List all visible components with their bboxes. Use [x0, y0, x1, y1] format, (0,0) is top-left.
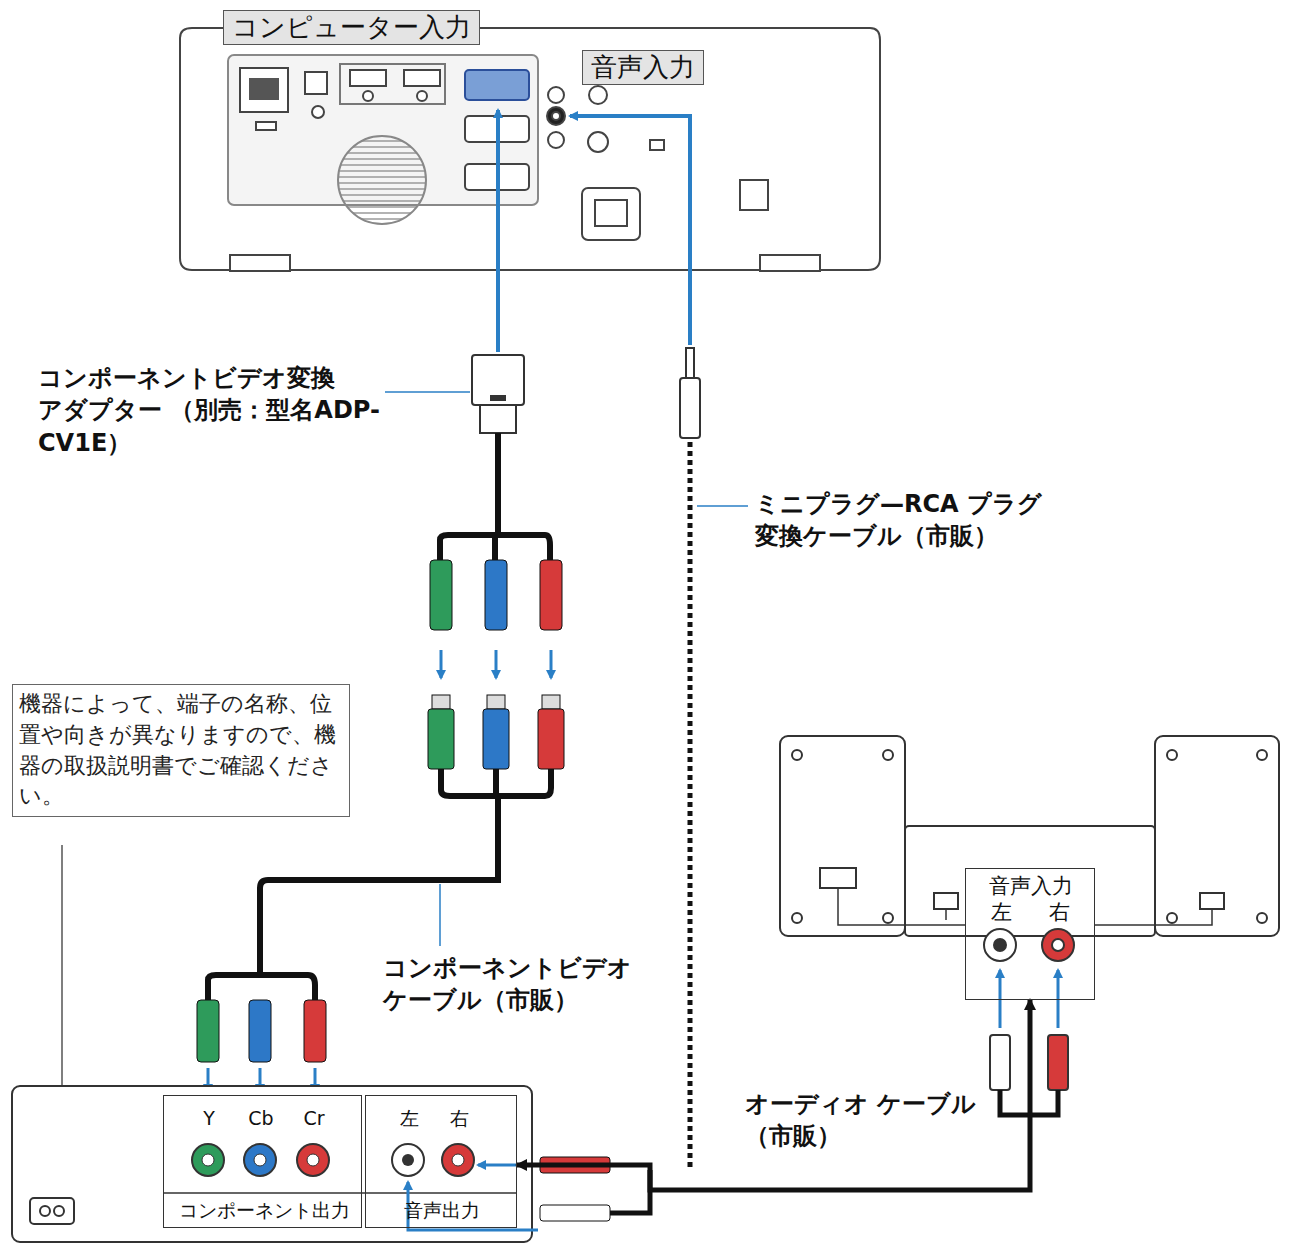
terminal-panel: 左 右音声出力: [365, 1095, 517, 1228]
note-box: 機器によって、端子の名称、位置や向きが異なりますので、機器の取扱説明書でご確認く…: [12, 684, 350, 817]
node-text: Cb: [248, 1108, 273, 1129]
terminal-panel: 音声入力左 右: [965, 868, 1095, 1000]
node-text: 音声入力: [989, 875, 1073, 898]
cable-label: コンポーネントビデオ ケーブル（市販）: [383, 952, 668, 1017]
cable-label: コンポーネントビデオ変換 アダプター （別売：型名ADP-CV1E）: [38, 362, 383, 459]
projector: [180, 28, 880, 271]
node-text: Y: [203, 1108, 215, 1129]
audio-cable: [517, 1000, 1030, 1190]
cable-label: オーディオ ケーブル（市販）: [745, 1088, 985, 1153]
node-text: 右: [450, 1108, 469, 1129]
adapter: [197, 110, 564, 1092]
node-text: 右: [1049, 901, 1070, 924]
node-text: コンポーネント出力: [179, 1200, 350, 1221]
node-text: 音声入力: [591, 52, 695, 83]
node-text: Cr: [303, 1108, 324, 1129]
node-text: コンピューター入力: [232, 12, 471, 43]
cable-label: ミニプラグ—RCA プラグ 変換ケーブル（市販）: [755, 488, 1075, 553]
callout-box: 音声入力: [582, 50, 704, 85]
mini-plug-cable: [570, 116, 700, 1168]
node-text: 機器によって、端子の名称、位置や向きが異なりますので、機器の取扱説明書でご確認く…: [19, 689, 343, 812]
callout-box: コンピューター入力: [223, 10, 480, 45]
terminal-panel: Y Cb Cr コンポーネント出力: [163, 1095, 362, 1228]
node-text: 左: [400, 1108, 419, 1129]
node-text: 左: [991, 901, 1012, 924]
node-text: 音声出力: [404, 1200, 480, 1221]
